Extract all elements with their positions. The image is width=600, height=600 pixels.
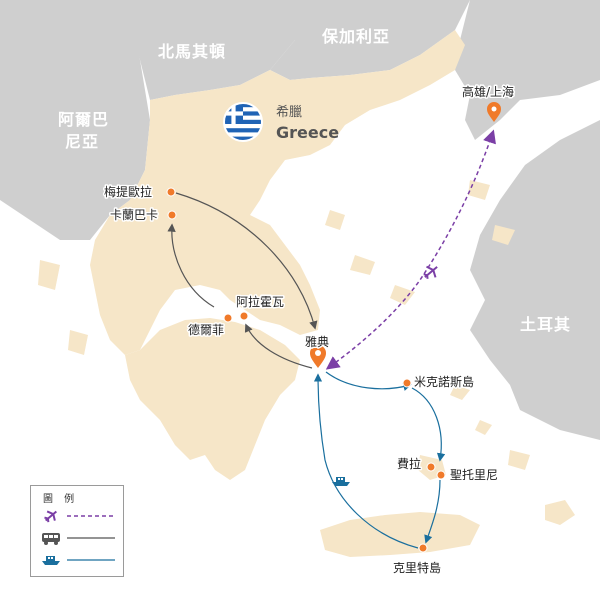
country-label-turkey: 土耳其 <box>520 315 571 334</box>
city-marker-kalambaka <box>167 210 177 220</box>
city-marker-arachova <box>239 311 249 321</box>
city-label-kaohsiung-shanghai: 高雄/上海 <box>462 84 514 99</box>
legend-title: 圖 例 <box>43 494 79 505</box>
bulgaria-land <box>270 0 470 80</box>
city-labels: 高雄/上海 梅提歐拉 卡蘭巴卡 阿拉霍瓦 德爾菲 雅典 米克諾斯島 費拉 聖托里… <box>103 83 516 577</box>
country-label-albania-line1: 阿爾巴 <box>58 110 109 129</box>
ferry-route-santorini-to-crete <box>424 479 441 544</box>
turkey-land <box>470 120 600 440</box>
ferry-routes <box>313 371 446 549</box>
legend-item-bus <box>39 528 119 548</box>
legend-item-ferry <box>39 550 119 570</box>
north-macedonia-land <box>125 0 300 100</box>
bus-route-delphi-to-kalambaka <box>167 223 215 308</box>
ferry-icon <box>332 477 350 486</box>
city-label-athens: 雅典 <box>305 334 329 349</box>
turkey-west-land <box>455 0 600 140</box>
country-label-north-macedonia: 北馬其頓 <box>158 42 226 61</box>
map-legend: 圖 例 <box>30 485 124 577</box>
city-label-fira: 費拉 <box>397 456 421 471</box>
country-label-bulgaria: 保加利亞 <box>321 27 390 46</box>
country-labels: 北馬其頓 保加利亞 阿爾巴 尼亞 土耳其 <box>58 27 571 334</box>
albania-land <box>0 0 150 240</box>
city-markers <box>166 187 446 553</box>
ferry-route-mykonos-to-santorini <box>411 387 446 462</box>
city-marker-mykonos <box>402 378 412 388</box>
city-label-mykonos: 米克諾斯島 <box>414 374 474 389</box>
city-label-santorini: 聖托里尼 <box>450 468 498 482</box>
bus-route-athens-to-delphi <box>244 323 313 369</box>
neighbor-countries <box>0 0 600 440</box>
city-label-meteora: 梅提歐拉 <box>104 184 152 199</box>
bus-route-meteora-to-athens <box>175 192 318 330</box>
bus-routes <box>167 192 318 369</box>
city-label-delphi: 德爾菲 <box>188 322 224 337</box>
location-pin-kaohsiung-icon <box>487 102 501 122</box>
legend-ferry-icon <box>42 556 60 565</box>
city-marker-santorini <box>436 470 446 480</box>
greece-title-chinese: 希臘 <box>276 105 302 120</box>
city-label-kalambaka: 卡蘭巴卡 <box>110 208 158 222</box>
legend-bus-icon <box>42 533 60 545</box>
city-marker-meteora <box>166 187 176 197</box>
airplane-icon <box>423 265 438 279</box>
greece-flag-icon <box>223 102 263 142</box>
flight-route <box>325 129 496 370</box>
country-label-albania-line2: 尼亞 <box>65 132 99 151</box>
legend-airplane-icon <box>44 510 58 523</box>
city-marker-crete <box>418 543 428 553</box>
greece-title: 希臘 Greece <box>223 102 339 142</box>
flight-route-kaohsiung-to-athens <box>325 129 496 370</box>
city-label-arachova: 阿拉霍瓦 <box>236 294 284 309</box>
city-marker-fira <box>426 462 436 472</box>
greece-title-english: Greece <box>276 123 339 142</box>
ferry-route-athens-to-mykonos <box>325 371 412 391</box>
location-pin-athens-icon <box>310 345 326 368</box>
ferry-route-crete-to-athens <box>313 373 419 549</box>
legend-item-flight <box>39 506 119 526</box>
city-marker-delphi <box>223 313 233 323</box>
city-label-crete: 克里特島 <box>393 560 441 575</box>
